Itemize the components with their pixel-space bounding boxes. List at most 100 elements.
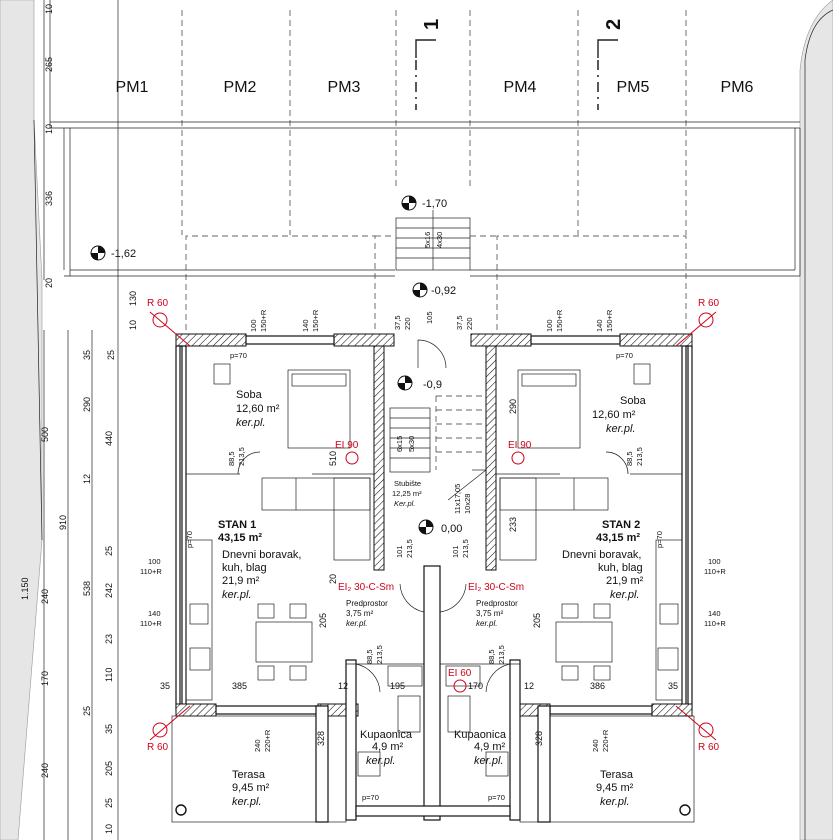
dim-label: 88,5: [487, 649, 496, 664]
dim-label: 1.150: [20, 577, 30, 600]
stove-icon: [657, 647, 679, 671]
dim-label: 140: [148, 609, 161, 618]
dim-label: 12: [82, 474, 92, 484]
parking-spot-label: PM3: [328, 79, 361, 96]
parking-spot-label: PM6: [721, 79, 754, 96]
sofa-left: [261, 477, 371, 561]
bed-right: [517, 369, 581, 449]
dim-label: 101: [451, 545, 460, 558]
room-finish: ker.pl.: [474, 755, 504, 767]
dim-label: 150+R: [605, 309, 614, 332]
room-finish: ker.pl.: [346, 619, 368, 628]
dim-label: 242: [104, 583, 114, 598]
dim-label: 213,5: [497, 645, 506, 664]
room-area: 12,60 m²: [236, 403, 280, 415]
section-marker-2: 2: [597, 19, 625, 110]
dim-label: p=70: [185, 531, 194, 548]
fire-rating: R 60: [147, 742, 169, 753]
dim-label: 220: [403, 317, 412, 330]
terrace-outlines: [171, 705, 695, 823]
dimension-lines-left: [43, 0, 119, 840]
terrain-left: [0, 0, 43, 840]
room-area: 4,9 m²: [474, 741, 506, 753]
dim-label: 110+R: [140, 567, 162, 576]
room-finish: ker.pl.: [366, 755, 396, 767]
dim-label: 140: [301, 319, 310, 332]
shower-icon: [357, 751, 381, 777]
dim-label: 100: [708, 557, 721, 566]
stair-dim: 6x15: [395, 436, 404, 452]
terrain-right-edge: [804, 9, 833, 840]
room-name: Terasa: [600, 769, 634, 781]
bed-left: [287, 369, 351, 449]
dim-label: 25: [104, 798, 114, 808]
apartment-title: STAN 2: [602, 519, 640, 531]
dim-label: p=70: [362, 793, 379, 802]
dim-label: 25: [104, 546, 114, 556]
parking-area: [43, 0, 801, 330]
level-marker: 0,00: [418, 519, 462, 535]
dim-label: 265: [44, 57, 54, 72]
room-finish: ker.pl.: [600, 796, 630, 808]
fire-rating: EI 60: [448, 668, 472, 679]
dim-label: 100: [148, 557, 161, 566]
room-name: Terasa: [232, 769, 266, 781]
room-name: kuh, blag: [598, 562, 643, 574]
level-label: -0,9: [423, 379, 442, 391]
sink-icon: [189, 603, 209, 625]
room-name: Dnevni boravak,: [222, 549, 302, 561]
dim-label: 213,5: [461, 539, 470, 558]
level-marker: -0,92: [412, 282, 456, 298]
room-name: Predprostor: [476, 599, 518, 608]
dim-label: 213,5: [237, 447, 246, 466]
parking-spot-label: PM5: [617, 79, 650, 96]
room-name: kuh, blag: [222, 562, 267, 574]
fire-markers: [149, 311, 717, 741]
level-label: -1,62: [111, 248, 136, 260]
level-label: 0,00: [441, 523, 462, 535]
apartment-title: STAN 1: [218, 519, 256, 531]
dim-label: 538: [82, 581, 92, 596]
parking-spot-label: PM2: [224, 79, 257, 96]
kitchen-counter-left: [185, 539, 213, 701]
dim-label: 25: [82, 706, 92, 716]
dim-label: 386: [590, 681, 605, 691]
fire-rating: EI₂ 30-C-Sm: [468, 582, 524, 593]
room-area: 9,45 m²: [232, 782, 270, 794]
dim-label: 233: [508, 517, 518, 532]
dim-label: 240: [40, 589, 50, 604]
dim-label: 213,5: [635, 447, 644, 466]
dim-label: 220: [465, 317, 474, 330]
kitchen-counter-right: [655, 539, 683, 701]
room-name: Soba: [620, 395, 647, 407]
dim-label: 205: [104, 761, 114, 776]
dim-label: 150+R: [259, 309, 268, 332]
dim-label: 385: [232, 681, 247, 691]
dim-label: 220+R: [263, 729, 272, 752]
dim-label: 140: [595, 319, 604, 332]
stair-dim: 10x28: [463, 494, 472, 514]
dim-label: 328: [534, 731, 544, 746]
dim-label: p=70: [616, 351, 633, 360]
exterior-stairs: 5x16 4x30: [395, 210, 471, 271]
dim-label: 35: [104, 724, 114, 734]
room-finish: ker.pl.: [476, 619, 498, 628]
dim-label: 213,5: [405, 539, 414, 558]
dim-label: 110+R: [140, 619, 162, 628]
dim-label: 100: [249, 319, 258, 332]
room-finish: ker.pl.: [222, 589, 252, 601]
room-name: Predprostor: [346, 599, 388, 608]
dim-label: 105: [425, 311, 434, 324]
dim-label: 328: [316, 731, 326, 746]
room-name: Dnevni boravak,: [562, 549, 642, 561]
dim-label: 440: [104, 431, 114, 446]
dim-label: 150+R: [311, 309, 320, 332]
dim-label: 195: [390, 681, 405, 691]
dim-label: 101: [395, 545, 404, 558]
room-area: 12,25 m²: [392, 489, 422, 498]
terrain-edge: [33, 119, 43, 541]
dim-label: 500: [40, 427, 50, 442]
dim-label: 12: [338, 681, 348, 691]
fire-rating: EI 90: [335, 440, 359, 451]
